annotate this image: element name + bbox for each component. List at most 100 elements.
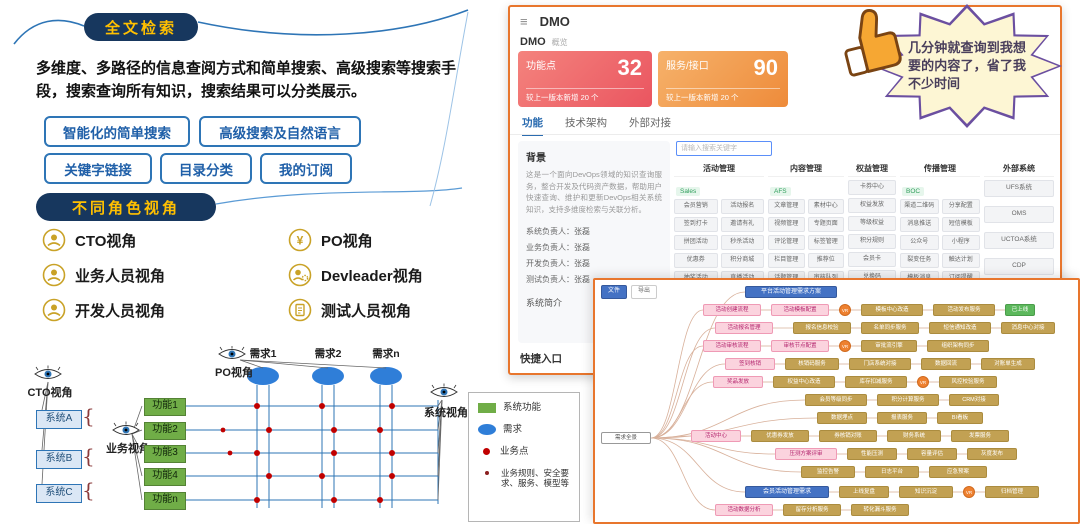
flowchart-node[interactable]: 知识沉淀 — [899, 486, 953, 498]
flowchart-node[interactable]: 活动报名管理 — [715, 322, 773, 334]
flowchart-node[interactable]: 平台活动管理需求方案 — [745, 286, 837, 298]
flowchart-node[interactable]: 活动审核流程 — [703, 340, 761, 352]
quick-entry-label[interactable]: 快捷入口 — [520, 353, 562, 365]
module-button[interactable]: 评论管理 — [768, 235, 805, 250]
module-button[interactable]: 视频管理 — [768, 217, 805, 232]
flowchart-node[interactable]: 容量评估 — [907, 448, 957, 460]
flowchart-node[interactable]: 组织架构同步 — [927, 340, 989, 352]
flowchart-node[interactable]: 发票服务 — [951, 430, 1009, 442]
flowchart-node[interactable]: 消息中心对接 — [1001, 322, 1055, 334]
flowchart-node[interactable]: 压测方案评审 — [775, 448, 837, 460]
module-button[interactable]: 等级权益 — [848, 216, 896, 231]
module-button[interactable]: UFS系统 — [984, 180, 1054, 197]
flowchart-node[interactable]: 财务系统 — [887, 430, 941, 442]
tab-external[interactable]: 外部对接 — [629, 117, 671, 129]
flowchart-node[interactable]: 积分计算服务 — [877, 394, 939, 406]
flowchart-node[interactable]: 转化漏斗服务 — [851, 504, 909, 516]
flowchart-node[interactable]: 日志平台 — [865, 466, 919, 478]
flowchart-node[interactable]: 归档管理 — [985, 486, 1039, 498]
flowchart-file-button[interactable]: 文件 — [601, 285, 628, 299]
flowchart-node[interactable]: 权益中心改造 — [773, 376, 835, 388]
module-button[interactable]: 小程序 — [941, 235, 980, 250]
module-button[interactable]: 权益发放 — [848, 198, 896, 213]
flowchart-node[interactable]: 签到核销 — [725, 358, 775, 370]
chip-simple-search[interactable]: 智能化的简单搜索 — [44, 116, 190, 147]
flowchart-export-button[interactable]: 导出 — [631, 285, 658, 299]
flowchart-node[interactable]: VR — [917, 376, 929, 388]
flowchart-node[interactable]: 性能压测 — [847, 448, 897, 460]
module-button[interactable]: 会员营销 — [674, 199, 718, 214]
tab-function[interactable]: 功能 — [522, 115, 543, 136]
flowchart-node[interactable]: 审核节点配置 — [771, 340, 829, 352]
flowchart-node[interactable]: 风控校验服务 — [939, 376, 997, 388]
flowchart-node[interactable]: 审批流引擎 — [861, 340, 917, 352]
module-button[interactable]: 触达计划 — [941, 253, 980, 268]
flowchart-node[interactable]: 奖品发放 — [713, 376, 763, 388]
flowchart-node[interactable]: 券核销对账 — [819, 430, 877, 442]
module-button[interactable]: 推荐位 — [807, 253, 844, 268]
module-button[interactable]: 会员卡 — [848, 252, 896, 267]
module-button[interactable]: 优惠券 — [674, 253, 718, 268]
module-button[interactable]: CDP — [984, 258, 1054, 275]
flowchart-node[interactable]: VR — [839, 340, 851, 352]
module-button[interactable]: 标签管理 — [807, 235, 844, 250]
chip-advanced-search[interactable]: 高级搜索及自然语言 — [199, 116, 361, 147]
flowchart-node[interactable]: 报表服务 — [877, 412, 927, 424]
flowchart-node[interactable]: 监控告警 — [801, 466, 855, 478]
module-button[interactable]: 公众号 — [900, 235, 939, 250]
module-button[interactable]: 积分规则 — [848, 234, 896, 249]
hamburger-menu-icon[interactable]: ≡ — [520, 14, 528, 29]
flowchart-node[interactable]: 应急预案 — [929, 466, 987, 478]
flowchart-node[interactable]: 上线复盘 — [839, 486, 889, 498]
module-button[interactable]: 分享配置 — [941, 199, 980, 214]
flowchart-node[interactable]: 留存分析服务 — [783, 504, 841, 516]
flowchart-node[interactable]: 活动模板配置 — [771, 304, 829, 316]
flowchart-node[interactable]: 已上线 — [1005, 304, 1035, 316]
flowchart-node[interactable]: 活动创建流程 — [703, 304, 761, 316]
module-button[interactable]: 文章管理 — [768, 199, 805, 214]
module-button[interactable]: 卡券中心 — [848, 180, 896, 195]
flowchart-node[interactable]: 门店系统对接 — [849, 358, 911, 370]
chip-directory[interactable]: 目录分类 — [160, 153, 252, 184]
flowchart-node[interactable]: 报名信息校验 — [793, 322, 851, 334]
flowchart-node[interactable]: 对账单生成 — [981, 358, 1035, 370]
module-button[interactable]: 素材中心 — [807, 199, 844, 214]
chip-keyword-link[interactable]: 关键字链接 — [44, 153, 152, 184]
module-button[interactable]: 邀请有礼 — [720, 217, 764, 232]
flowchart-node[interactable]: 活动数据分析 — [715, 504, 773, 516]
flowchart-node[interactable]: VR — [839, 304, 851, 316]
tab-architecture[interactable]: 技术架构 — [565, 117, 607, 129]
module-button[interactable]: 消息推送 — [900, 217, 939, 232]
module-button[interactable]: 短信模板 — [941, 217, 980, 232]
module-button[interactable]: 栏目管理 — [768, 253, 805, 268]
module-button[interactable]: OMS — [984, 206, 1054, 223]
flowchart-node[interactable]: 数据埋点 — [817, 412, 867, 424]
flowchart-node[interactable]: BI看板 — [937, 412, 983, 424]
flowchart-node[interactable]: 会员等级同步 — [805, 394, 867, 406]
flowchart-node[interactable]: 模板中心改造 — [861, 304, 923, 316]
module-button[interactable]: 活动报名 — [720, 199, 764, 214]
flowchart-node[interactable]: CRM对接 — [949, 394, 999, 406]
flowchart-node[interactable]: 需求全景 — [601, 432, 651, 444]
module-search-input[interactable] — [676, 141, 772, 156]
flowchart-node[interactable]: 会员活动管理需求 — [745, 486, 829, 498]
flowchart-node[interactable]: 数据回流 — [921, 358, 971, 370]
flowchart-node[interactable]: 名单同步服务 — [861, 322, 919, 334]
flowchart-node[interactable]: 库存扣减服务 — [845, 376, 907, 388]
flowchart-node[interactable]: 短信通知改造 — [929, 322, 991, 334]
module-button[interactable]: 渠道二维码 — [900, 199, 939, 214]
flowchart-node[interactable]: 核销码服务 — [785, 358, 839, 370]
flowchart-node[interactable]: 活动发布服务 — [933, 304, 995, 316]
module-button[interactable]: 拼团活动 — [674, 235, 718, 250]
module-button[interactable]: 专题页面 — [807, 217, 844, 232]
module-button[interactable]: 签到打卡 — [674, 217, 718, 232]
chip-subscription[interactable]: 我的订阅 — [260, 153, 352, 184]
module-button[interactable]: 秒杀活动 — [720, 235, 764, 250]
module-button[interactable]: UCTOA系统 — [984, 232, 1054, 249]
flowchart-node[interactable]: 活动中心 — [691, 430, 741, 442]
flowchart-node[interactable]: VR — [963, 486, 975, 498]
module-button[interactable]: 积分商城 — [720, 253, 764, 268]
flowchart-node[interactable]: 灰度发布 — [967, 448, 1017, 460]
flowchart-node[interactable]: 优惠券发放 — [751, 430, 809, 442]
module-button[interactable]: 裂变任务 — [900, 253, 939, 268]
